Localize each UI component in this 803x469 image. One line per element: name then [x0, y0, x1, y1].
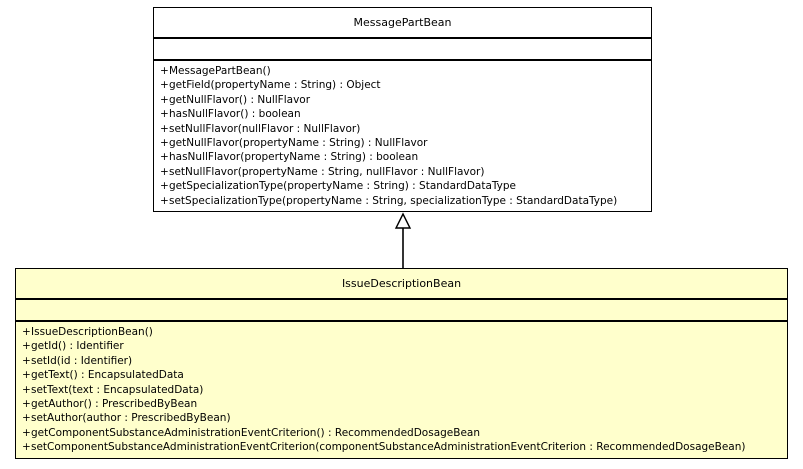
operation-signature: hasNullFlavor() : boolean: [169, 108, 301, 121]
class-box-messagepartbean[interactable]: MessagePartBean +MessagePartBean() +getF…: [153, 7, 652, 213]
class-name-issuedescriptionbean: IssueDescriptionBean: [16, 269, 787, 300]
operation-row: +getNullFlavor(propertyName : String) : …: [154, 136, 651, 150]
operation-row: +setComponentSubstanceAdministrationEven…: [16, 440, 787, 454]
visibility-marker: +: [160, 108, 169, 121]
operation-signature: setSpecializationType(propertyName : Str…: [169, 194, 618, 207]
operation-signature: setAuthor(author : PrescribedByBean): [31, 412, 231, 425]
operation-row: +getSpecializationType(propertyName : St…: [154, 179, 651, 193]
generalization-arrowhead-icon: [394, 212, 412, 229]
class-name-messagepartbean: MessagePartBean: [154, 8, 651, 39]
operation-row: +getComponentSubstanceAdministrationEven…: [16, 426, 787, 440]
operation-signature: setComponentSubstanceAdministrationEvent…: [31, 441, 746, 454]
visibility-marker: +: [22, 383, 31, 396]
visibility-marker: +: [22, 426, 31, 439]
operation-signature: hasNullFlavor(propertyName : String) : b…: [169, 151, 419, 164]
operation-signature: getComponentSubstanceAdministrationEvent…: [31, 426, 481, 439]
visibility-marker: +: [22, 369, 31, 382]
visibility-marker: +: [160, 79, 169, 92]
operation-row: +hasNullFlavor() : boolean: [154, 107, 651, 121]
operation-signature: getNullFlavor(propertyName : String) : N…: [169, 137, 428, 150]
visibility-marker: +: [22, 412, 31, 425]
operation-signature: setNullFlavor(nullFlavor : NullFlavor): [169, 122, 361, 135]
visibility-marker: +: [22, 326, 31, 338]
operation-row: +IssueDescriptionBean(): [16, 325, 787, 339]
visibility-marker: +: [160, 137, 169, 150]
operation-signature: setText(text : EncapsulatedData): [31, 383, 204, 396]
operation-row: +setNullFlavor(propertyName : String, nu…: [154, 165, 651, 179]
operation-row: +getField(propertyName : String) : Objec…: [154, 78, 651, 92]
operation-row: +getNullFlavor() : NullFlavor: [154, 93, 651, 107]
operation-signature: setNullFlavor(propertyName : String, nul…: [169, 165, 485, 178]
visibility-marker: +: [22, 441, 31, 454]
operation-row: +setSpecializationType(propertyName : St…: [154, 194, 651, 208]
visibility-marker: +: [22, 340, 31, 353]
operation-signature: MessagePartBean(): [169, 65, 271, 77]
operations-compartment-messagepartbean: +MessagePartBean() +getField(propertyNam…: [154, 61, 651, 211]
operation-row: +hasNullFlavor(propertyName : String) : …: [154, 150, 651, 164]
visibility-marker: +: [160, 122, 169, 135]
operation-row: +setText(text : EncapsulatedData): [16, 383, 787, 397]
visibility-marker: +: [160, 151, 169, 164]
operation-signature: getNullFlavor() : NullFlavor: [169, 93, 311, 106]
operation-signature: getId() : Identifier: [31, 340, 124, 353]
operation-row: +setAuthor(author : PrescribedByBean): [16, 411, 787, 425]
visibility-marker: +: [22, 398, 31, 411]
visibility-marker: +: [160, 93, 169, 106]
operation-row: +getText() : EncapsulatedData: [16, 368, 787, 382]
operation-row: +getAuthor() : PrescribedByBean: [16, 397, 787, 411]
operation-signature: getSpecializationType(propertyName : Str…: [169, 180, 517, 193]
attributes-compartment-issuedescriptionbean: [16, 300, 787, 322]
operation-row: +MessagePartBean(): [154, 64, 651, 78]
operation-signature: setId(id : Identifier): [31, 354, 133, 367]
operation-signature: getField(propertyName : String) : Object: [169, 79, 381, 92]
visibility-marker: +: [160, 65, 169, 77]
visibility-marker: +: [160, 180, 169, 193]
operation-row: +getId() : Identifier: [16, 339, 787, 353]
visibility-marker: +: [160, 194, 169, 207]
operation-signature: getAuthor() : PrescribedByBean: [31, 398, 198, 411]
operation-signature: getText() : EncapsulatedData: [31, 369, 184, 382]
operation-row: +setNullFlavor(nullFlavor : NullFlavor): [154, 122, 651, 136]
attributes-compartment-messagepartbean: [154, 39, 651, 61]
visibility-marker: +: [22, 354, 31, 367]
operations-compartment-issuedescriptionbean: +IssueDescriptionBean() +getId() : Ident…: [16, 322, 787, 458]
operation-row: +setId(id : Identifier): [16, 354, 787, 368]
class-box-issuedescriptionbean[interactable]: IssueDescriptionBean +IssueDescriptionBe…: [15, 268, 788, 459]
operation-signature: IssueDescriptionBean(): [31, 326, 153, 338]
visibility-marker: +: [160, 165, 169, 178]
